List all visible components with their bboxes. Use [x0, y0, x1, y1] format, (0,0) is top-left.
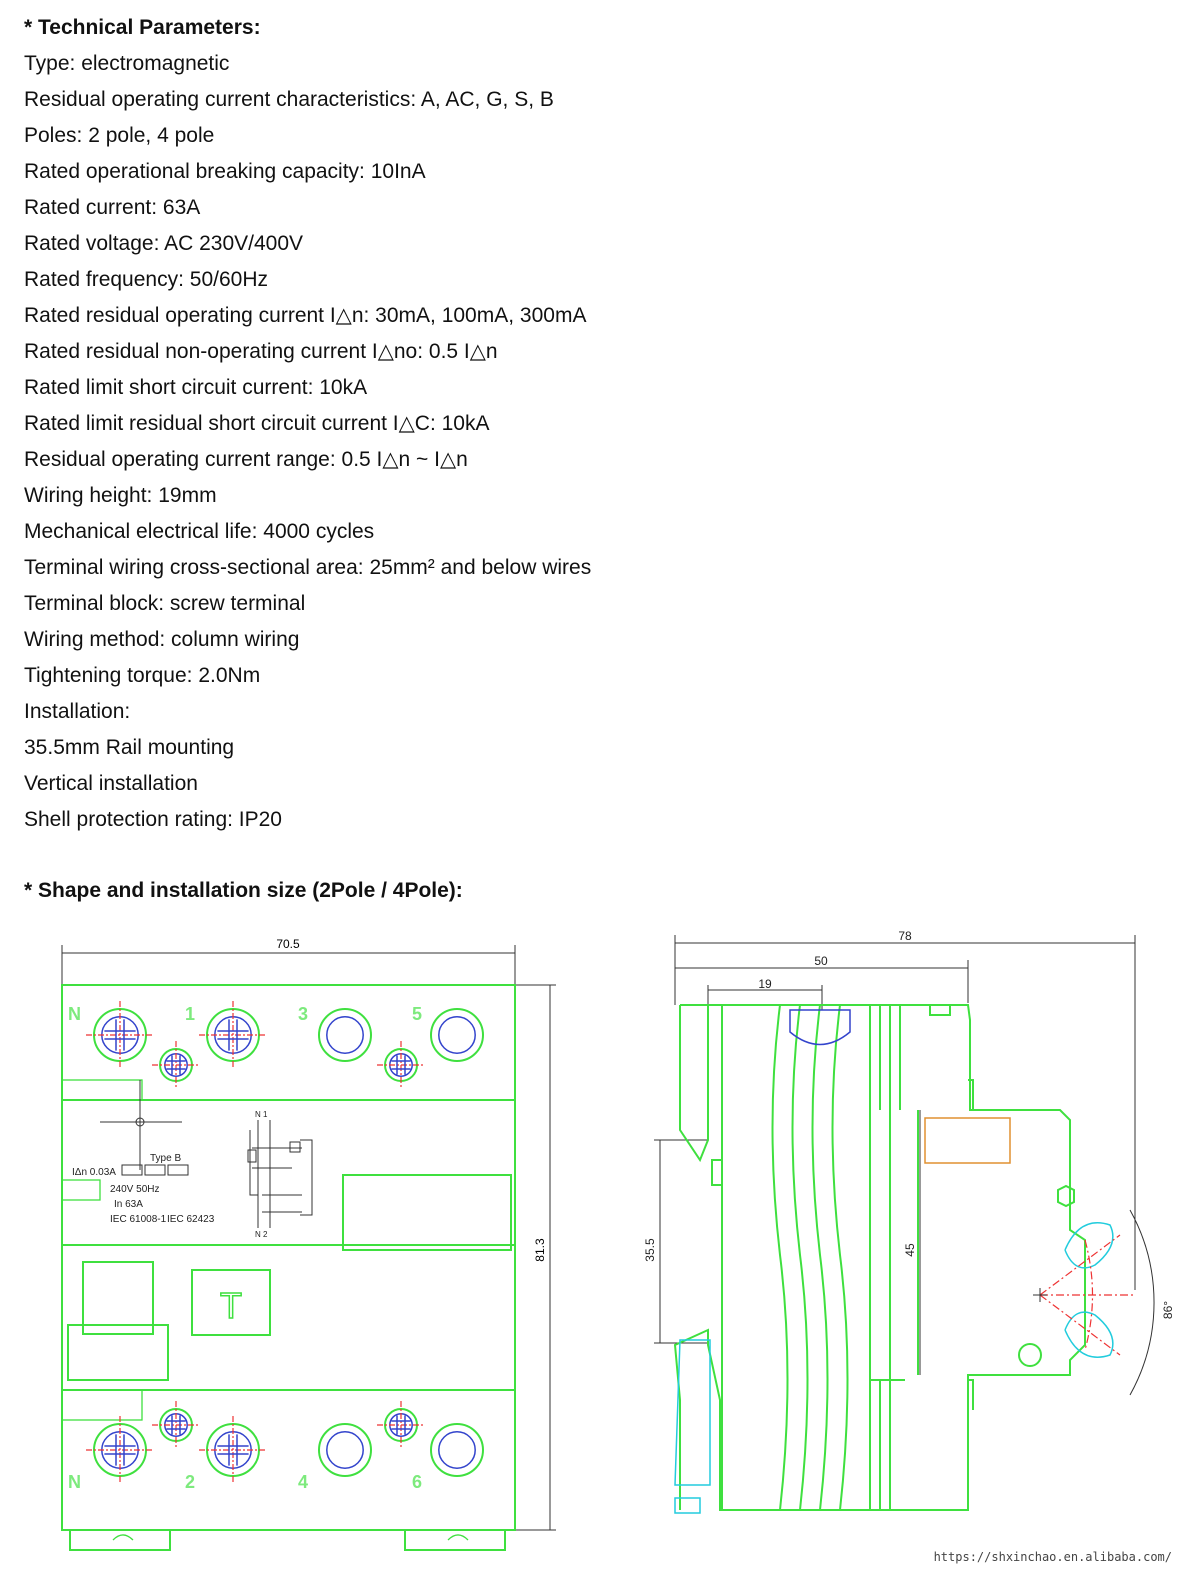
breaker-body: T — [61, 984, 516, 1551]
svg-text:1: 1 — [185, 1004, 195, 1024]
parameter-line: Type: electromagnetic — [24, 52, 230, 75]
bottom-terminals: N 2 4 6 — [68, 1472, 422, 1492]
parameter-line: Wiring method: column wiring — [24, 628, 300, 651]
breaker-side-body — [673, 1004, 1135, 1514]
svg-text:N: N — [68, 1472, 81, 1492]
parameter-line: Poles: 2 pole, 4 pole — [24, 124, 215, 147]
svg-text:N: N — [68, 1004, 81, 1024]
parameter-line: Shell protection rating: IP20 — [24, 808, 282, 831]
parameter-line: Vertical installation — [24, 772, 198, 795]
parameter-line: Rated current: 63A — [24, 196, 201, 219]
svg-text:70.5: 70.5 — [276, 937, 300, 951]
terminal-screws — [86, 1001, 484, 1484]
svg-text:IΔn 0.03A: IΔn 0.03A — [72, 1167, 116, 1178]
svg-text:Type B: Type B — [150, 1153, 181, 1164]
svg-text:In 63A: In 63A — [114, 1199, 143, 1210]
parameter-line: Mechanical electrical life: 4000 cycles — [24, 520, 375, 543]
wiring-schematic: N 1 N 2 — [247, 1110, 313, 1239]
parameter-line: Tightening torque: 2.0Nm — [24, 664, 261, 687]
svg-text:86°: 86° — [1161, 1301, 1175, 1319]
parameter-line: Terminal block: screw terminal — [24, 592, 306, 615]
section-title-shape: * Shape and installation size (2Pole / 4… — [24, 879, 463, 902]
dimensions: 78 50 19 35.5 45 86° — [643, 929, 1175, 1396]
parameter-line: Wiring height: 19mm — [24, 484, 217, 507]
parameter-line: Rated residual non-operating current I△n… — [24, 340, 498, 363]
svg-text:N 1: N 1 — [255, 1110, 268, 1119]
svg-text:2: 2 — [185, 1472, 195, 1492]
svg-text:IEC 62423: IEC 62423 — [167, 1214, 215, 1225]
svg-text:78: 78 — [898, 929, 912, 943]
parameter-line: Rated limit short circuit current: 10kA — [24, 376, 368, 399]
parameter-line: Rated voltage: AC 230V/400V — [24, 232, 304, 255]
parameter-line: Installation: — [24, 700, 131, 723]
parameter-line: Rated operational breaking capacity: 10I… — [24, 160, 426, 183]
parameter-line: Rated frequency: 50/60Hz — [24, 268, 268, 291]
top-terminals: N 1 3 5 — [68, 1004, 422, 1024]
parameter-line: Terminal wiring cross-sectional area: 25… — [24, 556, 592, 579]
parameter-line: Residual operating current range: 0.5 I△… — [24, 448, 468, 471]
svg-text:N 2: N 2 — [255, 1230, 268, 1239]
side-view-drawing: 78 50 19 35.5 45 86° — [643, 929, 1175, 1514]
svg-text:240V 50Hz: 240V 50Hz — [110, 1184, 159, 1195]
svg-text:45: 45 — [903, 1243, 917, 1257]
test-button-label: T — [220, 1285, 242, 1326]
svg-text:4: 4 — [298, 1472, 308, 1492]
rating-label: Type B IΔn 0.03A 240V 50Hz In 63A IEC 61… — [72, 1080, 215, 1225]
svg-text:19: 19 — [758, 977, 772, 991]
watermark-url: https://shxinchao.en.alibaba.com/ — [933, 1550, 1172, 1564]
parameter-line: Rated residual operating current I△n: 30… — [24, 304, 587, 327]
svg-text:5: 5 — [412, 1004, 422, 1024]
svg-text:6: 6 — [412, 1472, 422, 1492]
svg-text:IEC 61008-1: IEC 61008-1 — [110, 1214, 167, 1225]
parameter-line: 35.5mm Rail mounting — [24, 736, 235, 759]
parameter-line: Residual operating current characteristi… — [24, 88, 554, 111]
parameter-line: Rated limit residual short circuit curre… — [24, 412, 490, 435]
section-title-technical: * Technical Parameters: — [24, 16, 261, 39]
front-view-drawing: 70.5 81.3 T N 1 3 5 N 2 4 6 — [61, 937, 556, 1551]
dimension-width: 70.5 — [61, 937, 516, 990]
svg-text:35.5: 35.5 — [643, 1238, 657, 1262]
svg-text:50: 50 — [814, 954, 828, 968]
dimension-height: 81.3 — [515, 984, 556, 1531]
svg-text:3: 3 — [298, 1004, 308, 1024]
svg-text:81.3: 81.3 — [533, 1238, 547, 1262]
